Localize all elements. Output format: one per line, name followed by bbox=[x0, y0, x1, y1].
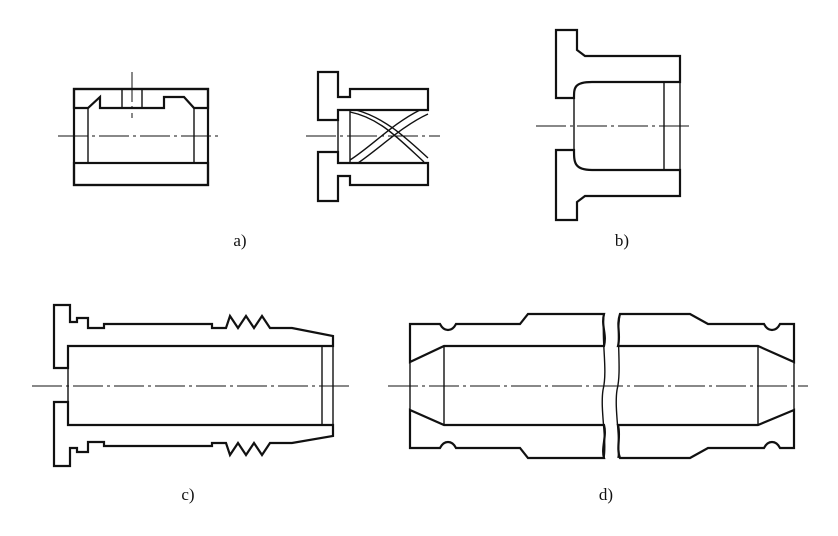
part-c-top-wall bbox=[52, 303, 335, 370]
part-b-flanged-bushing: b) bbox=[536, 28, 692, 250]
part-c-grooved-bushing: c) bbox=[32, 303, 350, 504]
part-b-top-wall bbox=[554, 28, 682, 100]
part-d-break-line-left bbox=[601, 313, 606, 459]
part-a-label: a) bbox=[233, 231, 246, 250]
part-d-left-top-wall bbox=[408, 312, 606, 364]
part-a2-oil-groove-2 bbox=[349, 109, 421, 161]
part-a-bore-outline bbox=[72, 87, 210, 187]
part-d-long-bushing: d) bbox=[388, 312, 808, 504]
part-d-break-line-right bbox=[615, 313, 621, 459]
part-a-plain-bushing: a) bbox=[58, 72, 247, 250]
part-d-left-bottom-wall bbox=[408, 408, 606, 460]
part-a-bottom-wall bbox=[72, 161, 210, 187]
part-d-right-bottom-wall bbox=[616, 408, 796, 460]
part-b-label: b) bbox=[615, 231, 629, 250]
part-d-label: d) bbox=[599, 485, 613, 504]
part-c-label: c) bbox=[181, 485, 194, 504]
part-c-bottom-wall bbox=[52, 400, 335, 468]
part-d-right-top-wall bbox=[616, 312, 796, 364]
part-b-bottom-wall bbox=[554, 148, 682, 222]
part-a2-bottom-wall bbox=[316, 150, 430, 203]
part-a2-top-wall bbox=[316, 70, 430, 122]
part-a-top-wall bbox=[72, 87, 210, 110]
part-a2-oil-groove-1 bbox=[349, 111, 425, 163]
part-a-flanged-bushing bbox=[306, 70, 440, 203]
